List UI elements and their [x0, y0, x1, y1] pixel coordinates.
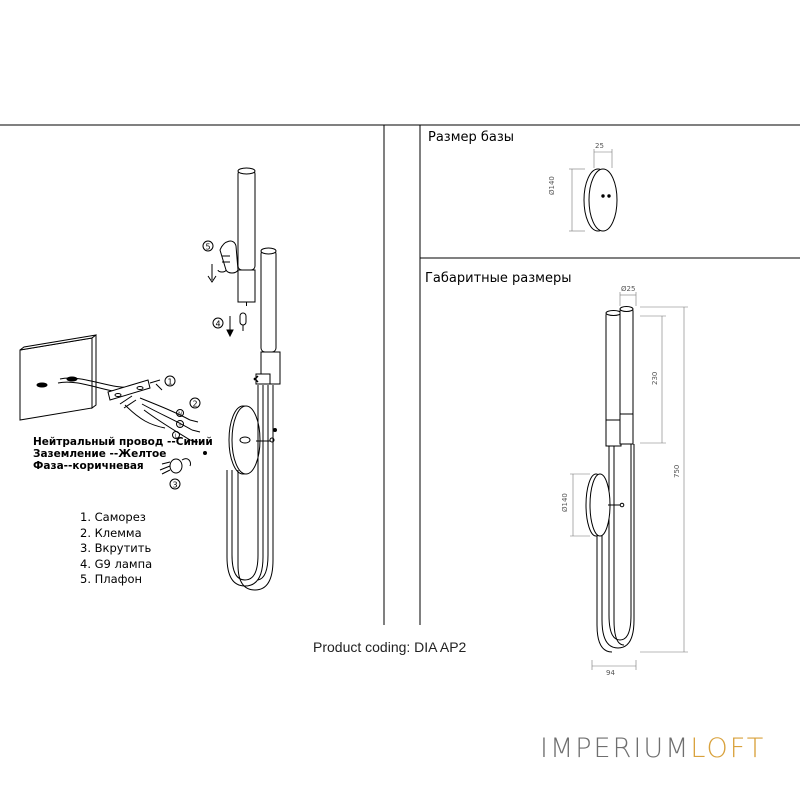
wiring-ground: Заземление --Желтое — [33, 448, 167, 460]
parts-list-item: 1. Саморез — [80, 510, 146, 524]
product-coding: Product coding: DIA AP2 — [313, 639, 467, 655]
brand-name-part1: IMPERIUM — [540, 733, 691, 764]
base-size-drawing — [569, 149, 618, 232]
terminal-n: N — [178, 412, 182, 418]
step-4-circle — [212, 317, 224, 329]
overall-dimensions-title: Габаритные размеры — [425, 271, 572, 286]
wiring-phase: Фаза--коричневая — [33, 460, 144, 472]
step-1-circle — [164, 375, 176, 387]
parts-list-item: 4. G9 лампа — [80, 556, 153, 571]
shade-length-dim: 230 — [651, 371, 659, 385]
brand-logo: IMPERIUMLOFT — [540, 733, 765, 764]
total-height-dim: 750 — [673, 464, 681, 478]
installation-drawing: 1 N ⏚ L 2 — [19, 167, 281, 591]
screw-icon — [159, 458, 191, 475]
parts-list-item: 3. Вкрутить — [80, 541, 152, 555]
wiring-legend: Нейтральный провод --Синий Заземление --… — [33, 436, 213, 472]
step-4-number: 4 — [215, 320, 220, 329]
parts-list-item: 2. Клемма — [80, 525, 142, 540]
overall-dimensions-drawing — [570, 292, 688, 670]
terminal-l: L — [175, 434, 178, 440]
wall-plate — [19, 334, 133, 421]
frame-lines — [0, 124, 800, 625]
step-2-number: 2 — [192, 400, 197, 409]
wiring-neutral: Нейтральный провод --Синий — [33, 436, 213, 448]
parts-list: 1. Саморез 2. Клемма 3. Вкрутить 4. G9 л… — [80, 510, 152, 588]
mounting-bracket — [107, 379, 163, 409]
hand-icon — [207, 240, 239, 283]
base-diameter-dim-overall: Ø140 — [561, 493, 569, 512]
brand-name-part2: LOFT — [690, 733, 766, 764]
step-3-number: 3 — [172, 481, 177, 490]
base-size-title: Размер базы — [428, 130, 515, 145]
step-5-number: 5 — [205, 243, 210, 252]
terminal-ground: ⏚ — [177, 422, 182, 429]
step-5-circle — [202, 240, 214, 252]
wires — [124, 397, 201, 443]
g9-bulb-icon — [226, 312, 247, 338]
step-3-circle — [169, 478, 181, 490]
lamp-body — [226, 167, 281, 591]
terminals: N ⏚ L — [172, 409, 184, 440]
base-diameter-dim: Ø140 — [548, 176, 556, 195]
width-dim: 94 — [606, 669, 615, 677]
step-1-number: 1 — [167, 378, 172, 387]
tube-diameter-dim: Ø25 — [621, 285, 636, 293]
parts-list-item: 5. Плафон — [80, 572, 143, 586]
base-depth-dim: 25 — [595, 142, 604, 150]
step-2-circle — [189, 397, 201, 409]
